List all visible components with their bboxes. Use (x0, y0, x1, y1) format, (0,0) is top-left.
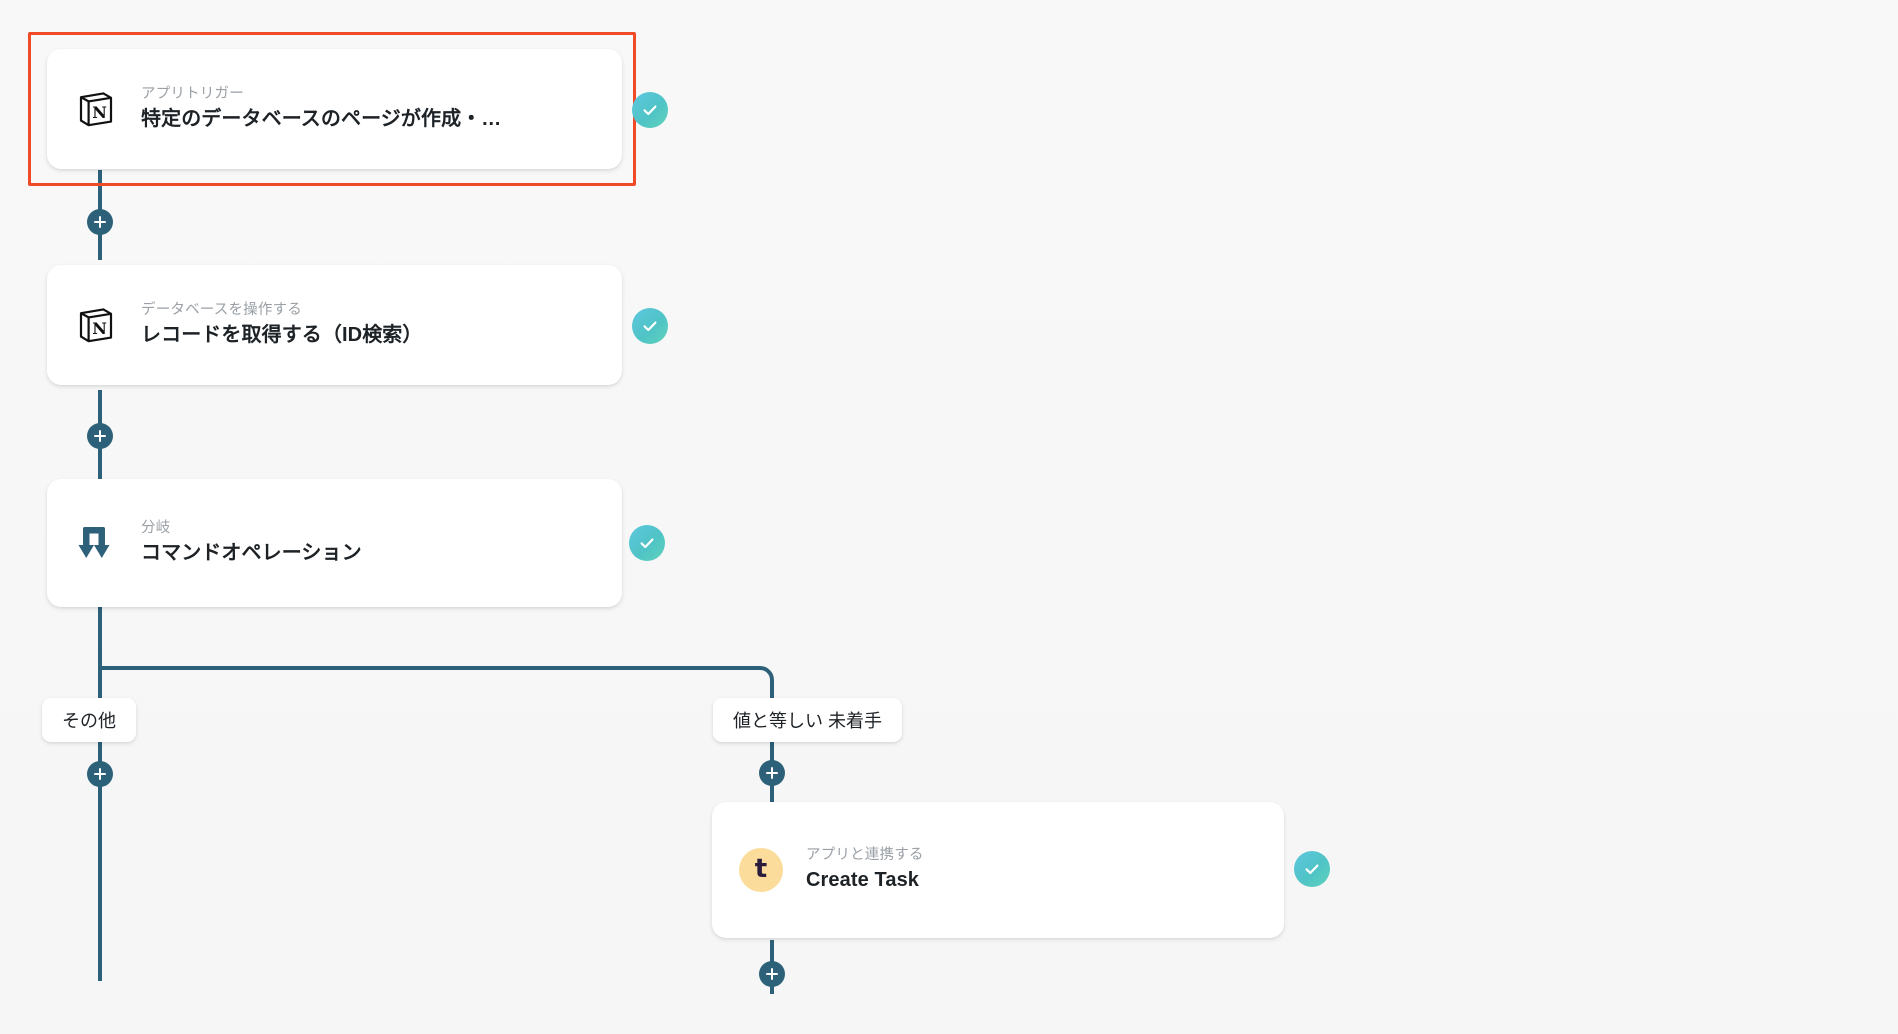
check-icon (1305, 864, 1319, 875)
branch-label-text: 値と等しい 未着手 (733, 711, 883, 731)
add-step-button-after-trigger[interactable] (87, 209, 113, 235)
node-card-trigger[interactable]: N アプリトリガー 特定のデータベースのページが作成・… (47, 49, 622, 169)
trello-avatar: t (739, 848, 783, 892)
status-badge-get-record[interactable] (632, 308, 668, 344)
add-step-button-equals-branch[interactable] (759, 760, 785, 786)
branch-label-other[interactable]: その他 (42, 698, 136, 742)
check-icon (643, 321, 657, 332)
node-card-text: アプリトリガー 特定のデータベースのページが作成・… (141, 84, 501, 135)
add-step-button-after-create-task[interactable] (759, 961, 785, 987)
branch-label-equals-not-started[interactable]: 値と等しい 未着手 (713, 698, 903, 742)
node-kicker: 分岐 (141, 519, 171, 536)
branch-icon (73, 520, 119, 566)
node-title: Create Task (806, 869, 920, 892)
node-card-create-task[interactable]: t アプリと連携する Create Task (712, 802, 1284, 938)
status-badge-branch[interactable] (629, 525, 665, 561)
check-icon (640, 538, 654, 549)
node-kicker: データベースを操作する (141, 301, 302, 318)
node-title: コマンドオペレーション (141, 542, 362, 565)
add-step-button-after-get-record[interactable] (87, 423, 113, 449)
node-card-text: 分岐 コマンドオペレーション (141, 518, 362, 569)
notion-icon: N (73, 86, 119, 132)
node-card-branch[interactable]: 分岐 コマンドオペレーション (47, 479, 622, 607)
node-title: レコードを取得する（ID検索） (141, 324, 423, 347)
notion-icon: N (73, 302, 119, 348)
status-badge-trigger[interactable] (632, 92, 668, 128)
check-icon (643, 105, 657, 116)
status-badge-create-task[interactable] (1294, 851, 1330, 887)
node-kicker: アプリと連携する (806, 846, 924, 863)
svg-text:N: N (92, 319, 107, 338)
node-card-text: アプリと連携する Create Task (806, 845, 924, 896)
svg-text:N: N (92, 103, 107, 122)
branch-label-text: その他 (62, 711, 116, 731)
node-card-text: データベースを操作する レコードを取得する（ID検索） (141, 300, 423, 351)
add-step-button-other-branch[interactable] (87, 761, 113, 787)
node-title: 特定のデータベースのページが作成・… (141, 108, 502, 131)
trello-t-icon: t (738, 847, 784, 893)
node-kicker: アプリトリガー (141, 85, 244, 102)
node-card-get-record[interactable]: N データベースを操作する レコードを取得する（ID検索） (47, 265, 622, 385)
